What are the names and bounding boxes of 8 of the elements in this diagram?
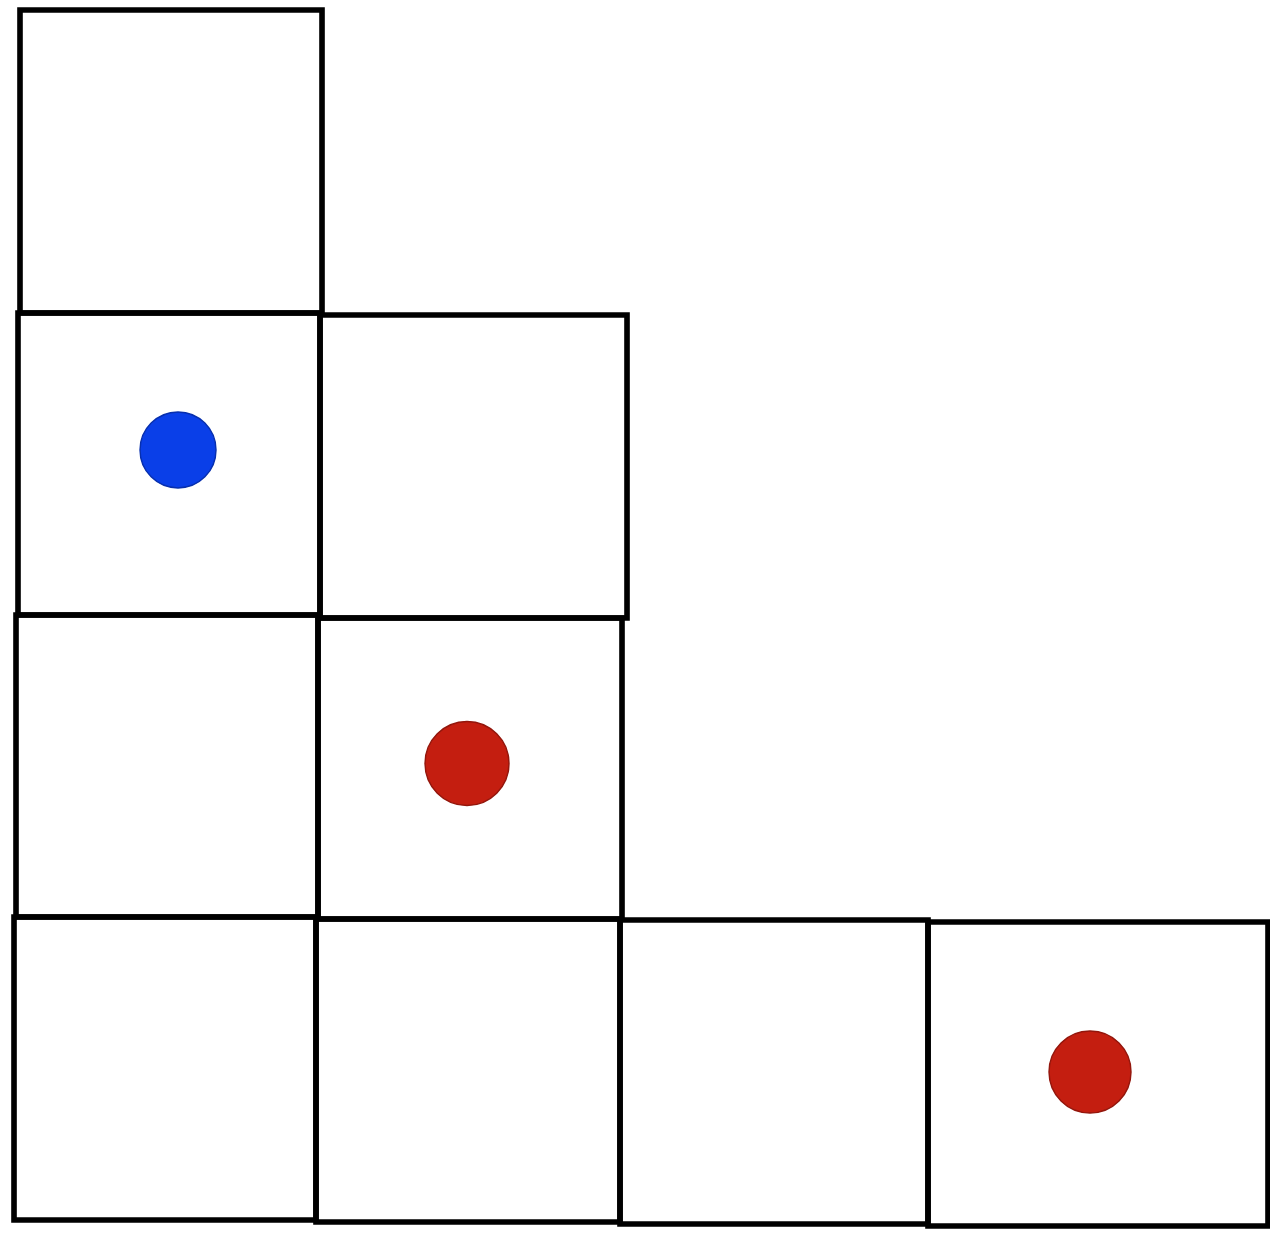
dot xyxy=(139,411,217,489)
grid-cell xyxy=(617,917,931,1227)
dot xyxy=(1048,1030,1132,1114)
grid-cell xyxy=(11,914,319,1223)
grid-cell xyxy=(925,919,1270,1229)
dot xyxy=(424,720,510,807)
grid-cell xyxy=(317,312,630,621)
grid-cell xyxy=(313,916,623,1225)
